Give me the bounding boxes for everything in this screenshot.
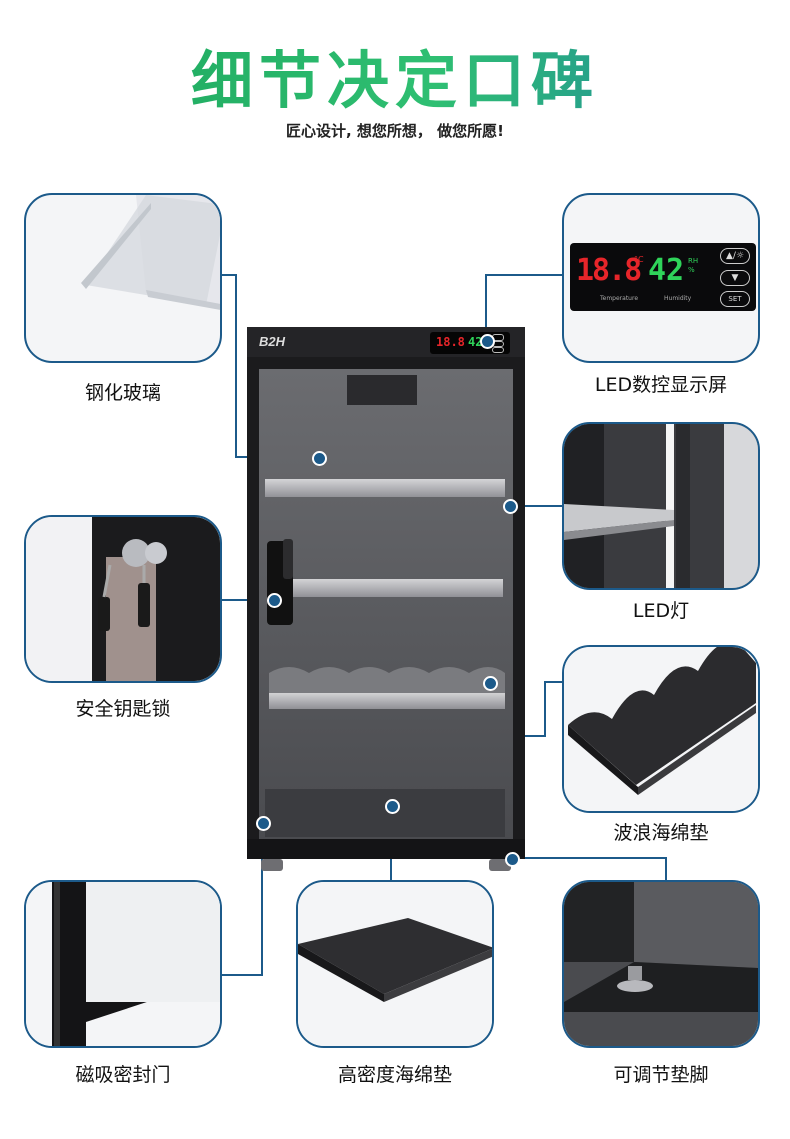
dense-sponge-bubble	[296, 880, 494, 1048]
cabinet-temp-readout: 18.8	[436, 335, 465, 349]
display-set-button[interactable]: SET	[720, 291, 750, 307]
dry-cabinet: B2H 18.8 42	[247, 327, 525, 873]
display-panel: 18.8 °C 42 RH % Temperature Humidity ▲/☼…	[570, 243, 756, 311]
display-temp-caption: Temperature	[600, 295, 639, 302]
display-temp-unit: °C	[634, 255, 644, 264]
dot-magnetic-door	[256, 816, 271, 831]
glass-label: 钢化玻璃	[84, 382, 161, 404]
glass-panes-image	[81, 195, 220, 310]
display-down-button[interactable]: ▼	[720, 270, 750, 286]
dot-dense-sponge	[385, 799, 400, 814]
led-light-label: LED灯	[632, 600, 690, 622]
display-temp-value: 18.8	[576, 253, 642, 288]
led-light-image	[564, 424, 758, 588]
lock-label: 安全钥匙锁	[75, 698, 171, 720]
cabinet-brand-logo: B2H	[259, 334, 286, 349]
page-title: 细节决定口碑	[0, 30, 790, 120]
wave-sponge-bubble	[562, 645, 760, 813]
dot-display	[480, 334, 495, 349]
feet-label: 可调节垫脚	[613, 1064, 709, 1086]
feet-bubble	[562, 880, 760, 1048]
led-display-bubble: 18.8 °C 42 RH % Temperature Humidity ▲/☼…	[562, 193, 760, 363]
dot-glass	[312, 451, 327, 466]
dense-sponge-label: 高密度海绵垫	[337, 1064, 452, 1086]
cabinet-display: 18.8 42	[430, 332, 510, 354]
key-lock-image	[26, 517, 220, 681]
wave-sponge-label: 波浪海绵垫	[613, 822, 709, 844]
cabinet-illustration	[247, 327, 525, 871]
cabinet-button-set[interactable]	[492, 347, 504, 353]
display-up-button[interactable]: ▲/☼	[720, 248, 750, 264]
page-subtitle: 匠心设计, 想您所想， 做您所愿!	[286, 122, 504, 140]
glass-detail-bubble	[24, 193, 222, 363]
lock-bubble	[24, 515, 222, 683]
magnetic-door-image	[26, 882, 220, 1046]
display-humidity-unit: RH %	[688, 257, 699, 274]
display-humidity-caption: Humidity	[664, 295, 692, 302]
led-light-bubble	[562, 422, 760, 590]
cabinet-humidity-readout: 42	[468, 335, 483, 349]
dense-sponge-image	[298, 882, 492, 1046]
display-humidity-value: 42	[648, 253, 685, 288]
magnetic-door-label: 磁吸密封门	[75, 1064, 171, 1086]
dot-lock	[267, 593, 282, 608]
wave-sponge-image	[564, 647, 758, 811]
led-display-label: LED数控显示屏	[594, 374, 728, 396]
dot-wave-sponge	[483, 676, 498, 691]
dot-feet	[505, 852, 520, 867]
adjustable-feet-image	[564, 882, 758, 1046]
magnetic-door-bubble	[24, 880, 222, 1048]
dot-led-light	[503, 499, 518, 514]
